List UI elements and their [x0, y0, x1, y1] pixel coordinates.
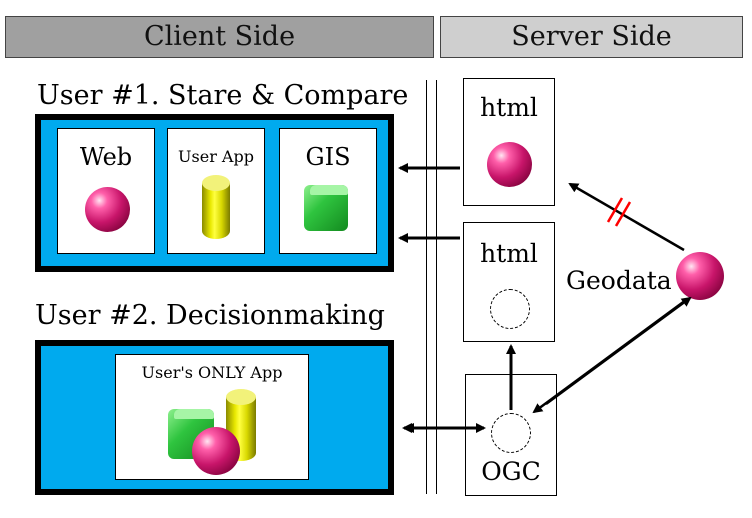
geodata-sphere-icon	[676, 252, 724, 300]
cube-icon	[304, 185, 348, 231]
broken-link-mark-1	[606, 197, 624, 223]
sphere-icon	[85, 187, 130, 232]
separator-line-right	[436, 80, 437, 494]
html-box-1: html	[463, 78, 555, 206]
separator-line-left	[426, 80, 427, 494]
arrow-geodata-to-html1	[568, 182, 685, 252]
html-box-2: html	[463, 222, 555, 342]
html-box-2-label: html	[480, 239, 538, 268]
arrow-ogc-geodata	[545, 296, 692, 406]
ogc-box-label: OGC	[481, 457, 541, 486]
empty-placeholder-icon	[490, 289, 530, 329]
cylinder-icon	[202, 175, 230, 239]
gis-window: GIS	[279, 128, 377, 254]
user1-panel: Web User App GIS	[35, 114, 394, 272]
web-window-label: Web	[79, 143, 133, 171]
user-app-window-label: User App	[178, 147, 254, 166]
users-only-app-label: User's ONLY App	[141, 363, 283, 382]
web-window: Web	[57, 128, 155, 254]
user1-title: User #1. Stare & Compare	[37, 80, 409, 111]
sphere-icon	[192, 427, 240, 475]
empty-placeholder-icon	[491, 413, 531, 453]
user2-title: User #2. Decisionmaking	[35, 300, 385, 331]
user2-panel: User's ONLY App	[35, 340, 394, 495]
geodata-label: Geodata	[566, 266, 672, 295]
user-app-window: User App	[167, 128, 265, 254]
users-only-app-window: User's ONLY App	[115, 354, 309, 480]
html-box-1-label: html	[480, 93, 538, 122]
server-side-header: Server Side	[440, 16, 743, 58]
gis-window-label: GIS	[305, 143, 351, 171]
sphere-icon	[487, 142, 532, 187]
broken-link-mark-2	[614, 201, 632, 227]
client-side-header: Client Side	[5, 16, 434, 58]
